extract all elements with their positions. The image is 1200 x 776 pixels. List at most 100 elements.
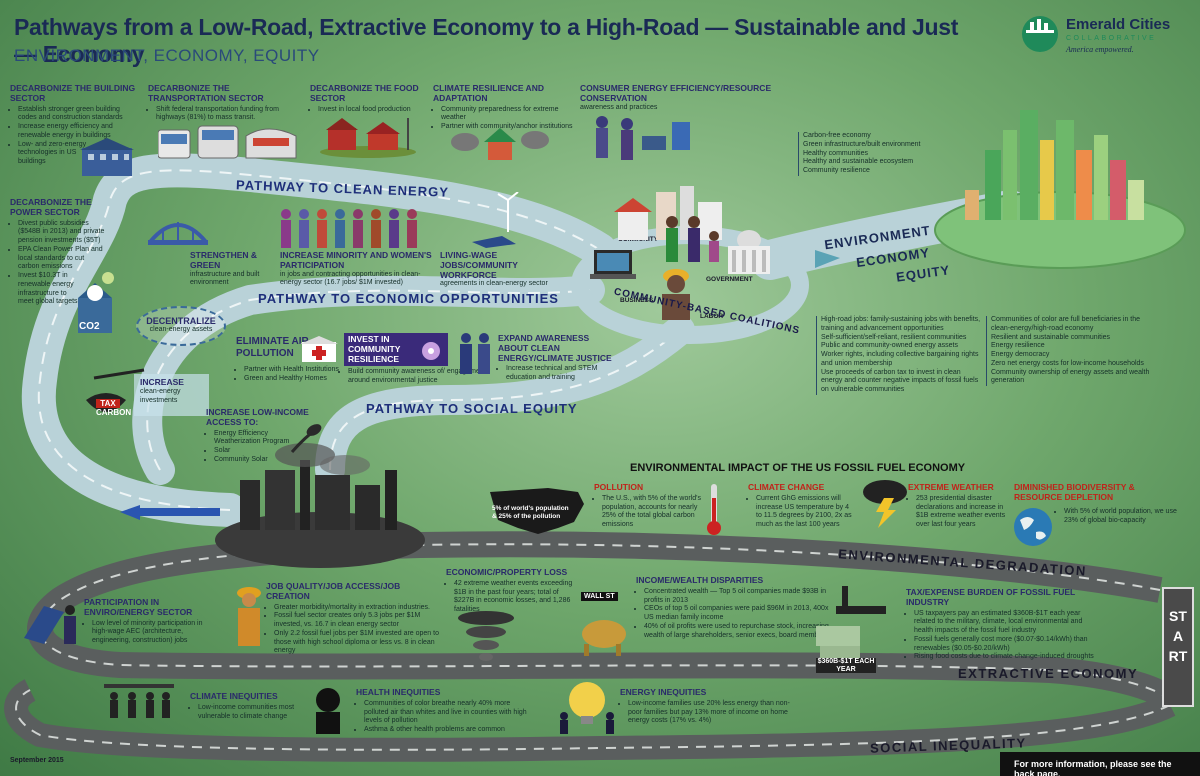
list-item: Greater morbidity/mortality in extractio… bbox=[274, 604, 446, 613]
coalition-government: GOVERNMENT bbox=[706, 276, 753, 283]
living-wage-title: LIVING-WAGE JOBS/COMMUNITY WORKFORCE bbox=[440, 250, 518, 280]
eliminate-pollution-title: ELIMINATE AIR POLLUTION bbox=[236, 336, 309, 359]
solar-worker-icon bbox=[24, 605, 76, 644]
arrow-icon-left bbox=[120, 505, 140, 520]
tornado-icon bbox=[458, 611, 514, 661]
climate-inequities: CLIMATE INEQUITIES Low-income communitie… bbox=[190, 691, 310, 722]
living-wage: LIVING-WAGE JOBS/COMMUNITY WORKFORCE agr… bbox=[440, 250, 570, 289]
page-subtitle: ENVIRONMENT, ECONOMY, EQUITY bbox=[14, 46, 320, 65]
outcomes-economy: High-road jobs: family-sustaining jobs w… bbox=[816, 316, 981, 395]
impact-title: ENVIRONMENTAL IMPACT OF THE US FOSSIL FU… bbox=[630, 462, 966, 474]
list-item: Healthy and sustainable ecosystem bbox=[803, 158, 914, 166]
flower-icon bbox=[422, 342, 440, 360]
arrow-icon bbox=[815, 250, 840, 268]
minority-participation: INCREASE MINORITY AND WOMEN'S PARTICIPAT… bbox=[280, 250, 440, 288]
logo-tagline: America empowered. bbox=[1066, 45, 1134, 54]
energy-inequities-title: ENERGY INEQUITIES bbox=[620, 687, 707, 697]
list-item: Only 2.2 fossil fuel jobs per $1M invest… bbox=[274, 630, 446, 656]
participation: PARTICIPATION IN ENVIRO/ENERGY SECTOR Lo… bbox=[84, 597, 204, 646]
graduates-icon bbox=[460, 333, 490, 374]
start-sign bbox=[1162, 587, 1194, 707]
start-label: START bbox=[1168, 608, 1188, 664]
list-item: Self-sufficient/self-reliant, resilient … bbox=[821, 333, 967, 341]
list-item: Fossil fuel sector creates only 5.3 jobs… bbox=[274, 612, 446, 630]
tax-burden: TAX/EXPENSE BURDEN OF FOSSIL FUEL INDUST… bbox=[906, 587, 1096, 662]
list-item: Partner with Health Institutions bbox=[244, 366, 364, 375]
section-consumer: CONSUMER ENERGY EFFICIENCY/RESOURCE CONS… bbox=[580, 83, 780, 112]
list-item: Community preparedness for extreme weath… bbox=[441, 106, 573, 124]
list-item: Fossil fuels generally cost more ($0.07-… bbox=[914, 636, 1096, 654]
money-label: $360B-$1T EACH YEAR bbox=[816, 658, 876, 674]
building-icon bbox=[80, 138, 134, 176]
eliminate-pollution: ELIMINATE AIR POLLUTION bbox=[236, 336, 316, 359]
list-item: Communities of color are full beneficiar… bbox=[991, 316, 1141, 332]
list-item: Community Solar bbox=[214, 456, 306, 465]
list-item: 42 extreme weather events exceeding $1B … bbox=[454, 580, 576, 615]
list-item: Healthy communities bbox=[803, 149, 868, 157]
list-item: High-road jobs: family-sustaining jobs w… bbox=[821, 316, 981, 332]
section-building-list: Establish stronger green building codes … bbox=[10, 106, 140, 167]
job-quality: JOB QUALITY/JOB ACCESS/JOB CREATION Grea… bbox=[266, 581, 446, 656]
diverse-people-icon bbox=[281, 209, 417, 248]
list-item: Current GhG emissions will increase US t… bbox=[756, 495, 853, 530]
hospital-icon bbox=[300, 336, 338, 362]
farm-icon bbox=[320, 118, 416, 158]
impact-pollution-title: POLLUTION bbox=[594, 482, 644, 492]
section-transportation: DECARBONIZE THE TRANSPORTATION SECTOR Sh… bbox=[148, 83, 298, 123]
list-item: Concentrated wealth — Top 5 oil companie… bbox=[644, 588, 836, 606]
list-item: The U.S., with 5% of the world's populat… bbox=[602, 495, 704, 530]
list-item: Public and community-owned energy assets bbox=[821, 342, 958, 350]
coalition-labor: LABOR bbox=[700, 313, 724, 320]
living-wage-text: agreements in clean-energy sector bbox=[440, 280, 548, 288]
list-item: Partner with community/anchor institutio… bbox=[441, 123, 573, 132]
decentralize-text: clean-energy assets bbox=[149, 326, 213, 334]
impact-pollution: POLLUTION The U.S., with 5% of the world… bbox=[594, 482, 704, 530]
section-power-title: DECARBONIZE THE POWER SECTOR bbox=[10, 197, 92, 217]
impact-weather-title: EXTREME WEATHER bbox=[908, 482, 994, 492]
tax-word: TAX bbox=[96, 399, 120, 408]
list-item: With 5% of world population, we use 23% … bbox=[1064, 508, 1184, 526]
logo: Emerald Cities COLLABORATIVE America emp… bbox=[1020, 10, 1190, 65]
storm-icon bbox=[863, 480, 907, 528]
outcomes-equity: Communities of color are full beneficiar… bbox=[986, 316, 1151, 386]
section-food-title: DECARBONIZE THE FOOD SECTOR bbox=[310, 83, 419, 103]
list-item: Low-income communities most vulnerable t… bbox=[198, 704, 310, 722]
logo-sub: COLLABORATIVE bbox=[1066, 35, 1157, 42]
list-item: US taxpayers pay an estimated $360B-$1T … bbox=[914, 610, 1096, 636]
list-item: Green and Healthy Homes bbox=[244, 375, 364, 384]
pathway-social-equity: PATHWAY TO SOCIAL EQUITY bbox=[366, 401, 578, 416]
list-item: Rising food costs due to climate change-… bbox=[914, 653, 1096, 662]
minority-participation-text: in jobs and contracting opportunities in… bbox=[280, 270, 421, 287]
list-item: 253 presidential disaster declarations a… bbox=[916, 495, 1008, 530]
increase-investments: INCREASE clean-energy investments bbox=[134, 374, 209, 416]
list-item: Communities of color breathe nearly 40% … bbox=[364, 700, 536, 726]
expand-awareness: EXPAND AWARENESS ABOUT CLEAN ENERGY/CLIM… bbox=[498, 333, 618, 383]
list-item: Invest $10.3T in renewable energy infras… bbox=[18, 272, 80, 307]
strengthen-green-title: STRENGTHEN & GREEN bbox=[190, 250, 258, 270]
increase-title: INCREASE bbox=[140, 377, 184, 387]
list-item: Use proceeds of carbon tax to invest in … bbox=[821, 368, 979, 394]
strengthen-green: STRENGTHEN & GREEN infrastructure and bu… bbox=[190, 250, 270, 288]
laptop-icon bbox=[590, 250, 636, 279]
footer-date: September 2015 bbox=[10, 757, 64, 764]
expand-awareness-title: EXPAND AWARENESS ABOUT CLEAN ENERGY/CLIM… bbox=[498, 333, 612, 363]
list-item: EPA Clean Power Plan and local standards… bbox=[18, 246, 105, 272]
impact-climate-title: CLIMATE CHANGE bbox=[748, 482, 825, 492]
list-item: Asthma & other health problems are commo… bbox=[364, 726, 536, 735]
us-map-icon bbox=[490, 488, 584, 534]
energy-inequities: ENERGY INEQUITIES Low-income families us… bbox=[620, 687, 790, 726]
road-extractive-economy bbox=[39, 543, 1171, 701]
list-item: Increase energy efficiency and renewable… bbox=[18, 123, 140, 141]
list-item: Resilient and sustainable communities bbox=[991, 333, 1111, 341]
list-item: 40% of oil profits were used to repurcha… bbox=[644, 623, 836, 641]
carbon-word: CARBON bbox=[96, 408, 132, 417]
future-city-icon bbox=[965, 110, 1144, 220]
list-item: Solar bbox=[214, 447, 306, 456]
section-consumer-text: awareness and practices bbox=[580, 103, 658, 111]
list-item: Green infrastructure/built environment bbox=[803, 140, 921, 148]
impact-biodiversity-title: DIMINISHED BIODIVERSITY & RESOURCE DEPLE… bbox=[1014, 482, 1135, 502]
eco-plug-icon bbox=[290, 424, 322, 453]
income-title: INCOME/WEALTH DISPARITIES bbox=[636, 575, 764, 585]
impact-climate: CLIMATE CHANGE Current GhG emissions wil… bbox=[748, 482, 853, 530]
